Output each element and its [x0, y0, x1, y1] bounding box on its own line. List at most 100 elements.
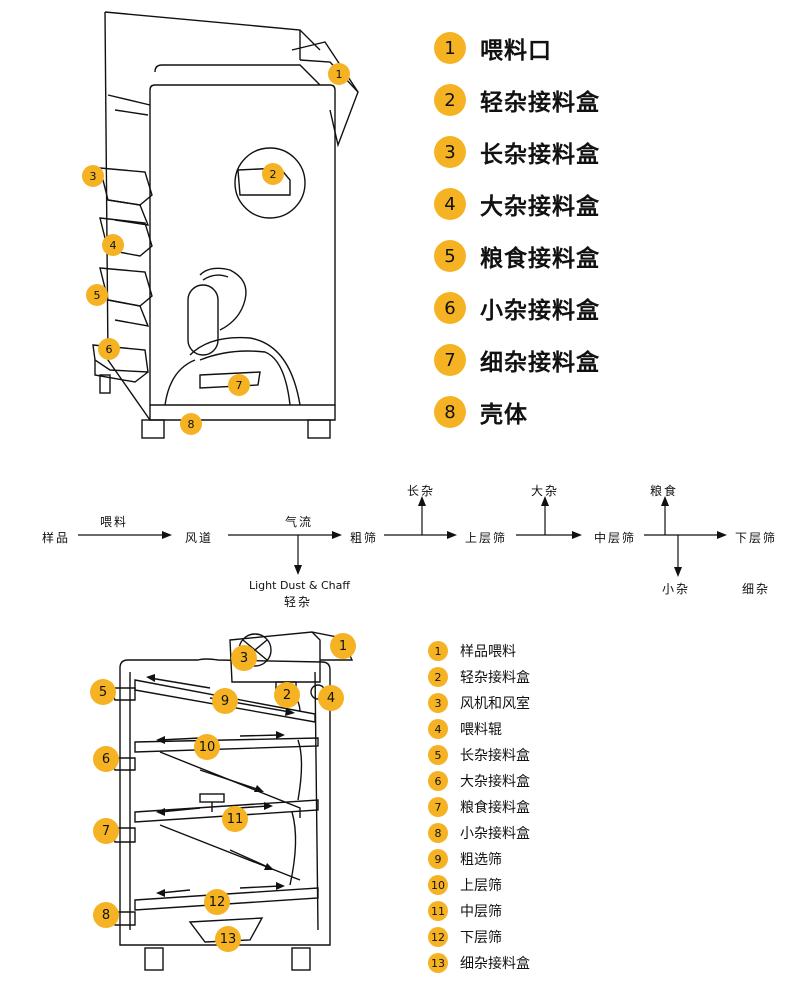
number-badge: 1 — [428, 641, 448, 661]
flow-sample: 样品 — [42, 531, 71, 545]
legend-label: 喂料口 — [480, 38, 552, 64]
legend-item: 3 风机和风室 — [428, 690, 530, 716]
callout-4-bottom: 4 — [318, 685, 344, 711]
legend-label: 壳体 — [480, 402, 528, 428]
legend-item: 4 大杂接料盒 — [434, 178, 600, 230]
flow-long-impurity: 长杂 — [407, 484, 436, 498]
number-badge: 13 — [428, 953, 448, 973]
legend-label: 长杂接料盒 — [480, 142, 600, 168]
legend-item: 3 长杂接料盒 — [434, 126, 600, 178]
number-badge: 3 — [434, 136, 466, 168]
legend-label: 粮食接料盒 — [480, 246, 600, 272]
legend-item: 1 样品喂料 — [428, 638, 530, 664]
flow-grain: 粮食 — [650, 484, 679, 498]
legend-item: 12 下层筛 — [428, 924, 530, 950]
legend-label: 风机和风室 — [460, 696, 530, 712]
flow-coarse-screen: 粗筛 — [350, 531, 379, 545]
callout-10-bottom: 10 — [194, 734, 220, 760]
number-badge: 9 — [428, 849, 448, 869]
flow-fine-impurity: 细杂 — [742, 582, 771, 596]
legend-label: 长杂接料盒 — [460, 748, 530, 764]
number-badge: 4 — [434, 188, 466, 220]
flow-feed: 喂料 — [100, 515, 129, 529]
legend-item: 2 轻杂接料盒 — [428, 664, 530, 690]
flow-upper-screen: 上层筛 — [465, 531, 508, 545]
legend-item: 8 壳体 — [434, 386, 600, 438]
callout-1-bottom: 1 — [330, 633, 356, 659]
callout-7-top: 7 — [228, 374, 250, 396]
callout-8-bottom: 8 — [93, 902, 119, 928]
callout-13-bottom: 13 — [215, 926, 241, 952]
number-badge: 8 — [428, 823, 448, 843]
number-badge: 6 — [434, 292, 466, 324]
legend-label: 小杂接料盒 — [480, 298, 600, 324]
callout-8-top: 8 — [180, 413, 202, 435]
number-badge: 5 — [428, 745, 448, 765]
legend-label: 样品喂料 — [460, 644, 516, 660]
legend-item: 8 小杂接料盒 — [428, 820, 530, 846]
callout-5-bottom: 5 — [90, 679, 116, 705]
legend-label: 中层筛 — [460, 904, 502, 920]
legend-item: 5 粮食接料盒 — [434, 230, 600, 282]
legend-item: 5 长杂接料盒 — [428, 742, 530, 768]
legend-label: 喂料辊 — [460, 722, 502, 738]
legend-item: 4 喂料辊 — [428, 716, 530, 742]
flow-light-dust-cn: 轻杂 — [284, 595, 313, 609]
flow-light-dust-en: Light Dust & Chaff — [249, 579, 350, 592]
flow-lower-screen: 下层筛 — [735, 531, 778, 545]
number-badge: 7 — [434, 344, 466, 376]
legend-label: 细杂接料盒 — [480, 350, 600, 376]
legend-item: 13 细杂接料盒 — [428, 950, 530, 976]
number-badge: 10 — [428, 875, 448, 895]
callout-5-top: 5 — [86, 284, 108, 306]
callout-3-bottom: 3 — [231, 645, 257, 671]
callout-12-bottom: 12 — [204, 889, 230, 915]
legend-item: 9 粗选筛 — [428, 846, 530, 872]
callout-7-bottom: 7 — [93, 818, 119, 844]
legend-label: 下层筛 — [460, 930, 502, 946]
number-badge: 2 — [434, 84, 466, 116]
callout-2-top: 2 — [262, 163, 284, 185]
legend-item: 7 细杂接料盒 — [434, 334, 600, 386]
flow-airflow: 气流 — [285, 515, 314, 529]
legend-label: 大杂接料盒 — [460, 774, 530, 790]
legend-cross-section: 1 样品喂料 2 轻杂接料盒 3 风机和风室 4 喂料辊 5 长杂接料盒 6 大杂接料盒 7… — [428, 638, 530, 976]
legend-label: 大杂接料盒 — [480, 194, 600, 220]
number-badge: 6 — [428, 771, 448, 791]
number-badge: 2 — [428, 667, 448, 687]
callout-6-top: 6 — [98, 338, 120, 360]
number-badge: 4 — [428, 719, 448, 739]
number-badge: 7 — [428, 797, 448, 817]
number-badge: 8 — [434, 396, 466, 428]
legend-label: 细杂接料盒 — [460, 956, 530, 972]
callout-1-top: 1 — [328, 63, 350, 85]
callout-9-bottom: 9 — [212, 688, 238, 714]
flow-fan-duct: 风道 — [185, 531, 214, 545]
legend-item: 7 粮食接料盒 — [428, 794, 530, 820]
legend-label: 粗选筛 — [460, 852, 502, 868]
callout-2-bottom: 2 — [274, 682, 300, 708]
legend-item: 11 中层筛 — [428, 898, 530, 924]
callout-6-bottom: 6 — [93, 746, 119, 772]
callout-11-bottom: 11 — [222, 806, 248, 832]
flow-large-impurity: 大杂 — [531, 484, 560, 498]
number-badge: 3 — [428, 693, 448, 713]
callout-4-top: 4 — [102, 234, 124, 256]
number-badge: 12 — [428, 927, 448, 947]
legend-item: 6 大杂接料盒 — [428, 768, 530, 794]
number-badge: 5 — [434, 240, 466, 272]
legend-label: 粮食接料盒 — [460, 800, 530, 816]
legend-item: 1 喂料口 — [434, 22, 600, 74]
legend-label: 轻杂接料盒 — [460, 670, 530, 686]
number-badge: 1 — [434, 32, 466, 64]
callout-3-top: 3 — [82, 165, 104, 187]
legend-label: 上层筛 — [460, 878, 502, 894]
legend-item: 2 轻杂接料盒 — [434, 74, 600, 126]
legend-item: 10 上层筛 — [428, 872, 530, 898]
legend-label: 轻杂接料盒 — [480, 90, 600, 116]
legend-label: 小杂接料盒 — [460, 826, 530, 842]
number-badge: 11 — [428, 901, 448, 921]
flow-small-impurity: 小杂 — [662, 582, 691, 596]
